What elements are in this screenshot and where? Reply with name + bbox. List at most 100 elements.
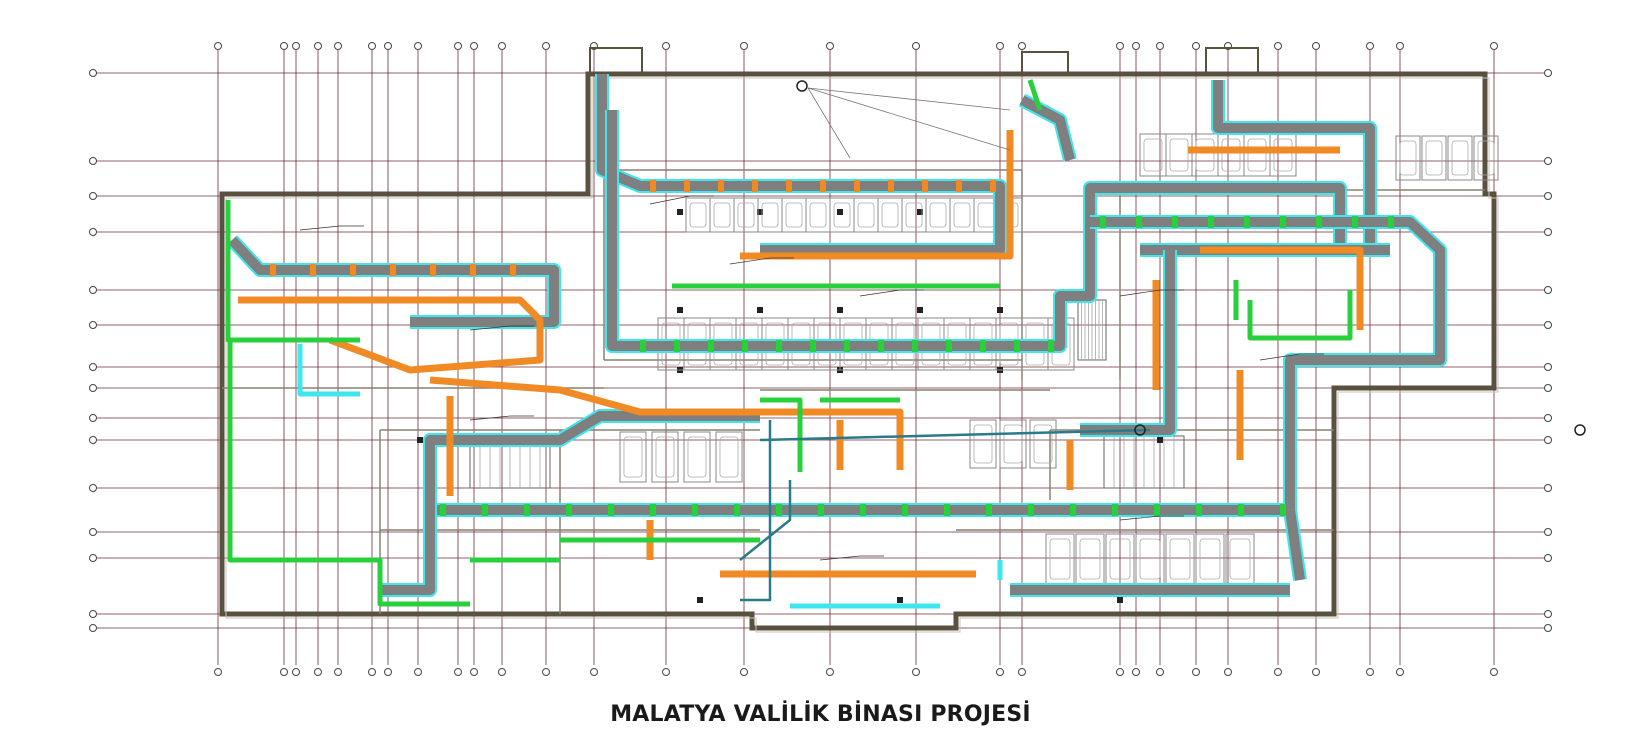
diffuser — [818, 504, 824, 516]
diffuser — [350, 264, 356, 276]
diffuser — [810, 340, 816, 352]
grid-bubble-icon — [1544, 610, 1552, 618]
diffuser — [1238, 504, 1244, 516]
grid-bubble-icon — [454, 668, 462, 676]
grid-bubble-icon — [214, 668, 222, 676]
diffuser — [650, 504, 656, 516]
grid-bubble-icon — [314, 668, 322, 676]
grid-bubble-icon — [89, 157, 97, 165]
grid-bubble-icon — [912, 42, 920, 50]
diffuser — [1100, 216, 1106, 228]
grid-bubble-icon — [1544, 363, 1552, 371]
grid-bubble-icon — [1544, 69, 1552, 77]
diffuser — [854, 180, 860, 192]
grid-bubble-icon — [996, 42, 1004, 50]
diffuser — [1280, 216, 1286, 228]
grid-bubble-icon — [1544, 484, 1552, 492]
grid-bubble-icon — [1192, 42, 1200, 50]
pipe-line — [740, 420, 772, 602]
column — [917, 307, 923, 313]
column — [757, 209, 763, 215]
diffuser — [708, 340, 714, 352]
fresh-air-duct — [1027, 79, 1043, 111]
grid-bubble-icon — [662, 42, 670, 50]
car-space-icon — [655, 436, 675, 478]
leader-line — [819, 555, 861, 561]
car-space-icon — [1425, 140, 1443, 176]
grid-bubble-icon — [662, 668, 670, 676]
car-space-icon — [881, 202, 899, 228]
car-space-icon — [1199, 538, 1221, 580]
diffuser — [820, 180, 826, 192]
column — [1157, 437, 1163, 443]
grid-bubble-icon — [334, 42, 342, 50]
grid-bubble-icon — [89, 363, 97, 371]
grid-bubble-icon — [542, 42, 550, 50]
car-space-icon — [1195, 138, 1215, 172]
diffuser — [1352, 216, 1358, 228]
diffuser — [860, 504, 866, 516]
diffuser — [734, 504, 740, 516]
car-space-icon — [905, 202, 923, 228]
ramp-line — [807, 87, 1011, 111]
car-space-icon — [1033, 424, 1053, 464]
car-space-icon — [1473, 135, 1499, 181]
grid-bubble-icon — [498, 42, 506, 50]
grid-bubble-icon — [1490, 42, 1498, 50]
diffuser — [888, 180, 894, 192]
grid-bubble-icon — [1224, 668, 1232, 676]
car-space-icon — [1247, 138, 1267, 172]
supply-duct — [597, 74, 1005, 255]
car-space-icon — [619, 431, 647, 483]
diffuser — [684, 180, 690, 192]
grid-bubble-icon — [1490, 668, 1498, 676]
grid-bubble-icon — [740, 668, 748, 676]
diffuser — [776, 340, 782, 352]
fresh-air-duct — [760, 397, 803, 472]
diffuser — [946, 340, 952, 352]
grid-bubble-icon — [414, 668, 422, 676]
diffuser — [566, 504, 572, 516]
grid-bubble-icon — [384, 668, 392, 676]
grid-bubble-icon — [1312, 42, 1320, 50]
diffuser — [1154, 504, 1160, 516]
exhaust-duct — [740, 130, 1014, 260]
car-space-icon — [687, 436, 707, 478]
car-space-icon — [623, 436, 643, 478]
diffuser — [640, 340, 646, 352]
diffuser — [1070, 504, 1076, 516]
grid-bubble-icon — [1396, 668, 1404, 676]
fan-symbol — [796, 80, 808, 92]
grid-bubble-icon — [89, 192, 97, 200]
grid-bubble-icon — [214, 42, 222, 50]
grid-bubble-icon — [1366, 42, 1374, 50]
diffuser — [786, 180, 792, 192]
diffuser — [742, 340, 748, 352]
grid-bubble-icon — [368, 668, 376, 676]
car-space-icon — [969, 419, 997, 469]
grid-bubble-icon — [1544, 192, 1552, 200]
diffuser — [1028, 504, 1034, 516]
annotations — [270, 80, 1586, 561]
grid-bubble-icon — [1544, 157, 1552, 165]
grid-bubble-icon — [89, 484, 97, 492]
leader-line — [469, 325, 511, 331]
diffuser — [692, 504, 698, 516]
grid-bubble-icon — [414, 42, 422, 50]
leader-line — [859, 289, 901, 297]
diffuser — [1388, 216, 1394, 228]
car-space-icon — [713, 202, 731, 228]
car-space-icon — [1109, 538, 1131, 580]
grid-bubble-icon — [334, 668, 342, 676]
grid-bubble-icon — [89, 414, 97, 422]
exhaust-duct — [238, 296, 544, 374]
column — [677, 307, 683, 313]
supply-duct — [228, 236, 559, 327]
grid-bubble-icon — [1544, 554, 1552, 562]
car-space-icon — [1169, 138, 1189, 172]
diffuser — [844, 340, 850, 352]
grid-bubble-icon — [590, 668, 598, 676]
diffuser — [1172, 216, 1178, 228]
supply-duct — [380, 510, 435, 595]
